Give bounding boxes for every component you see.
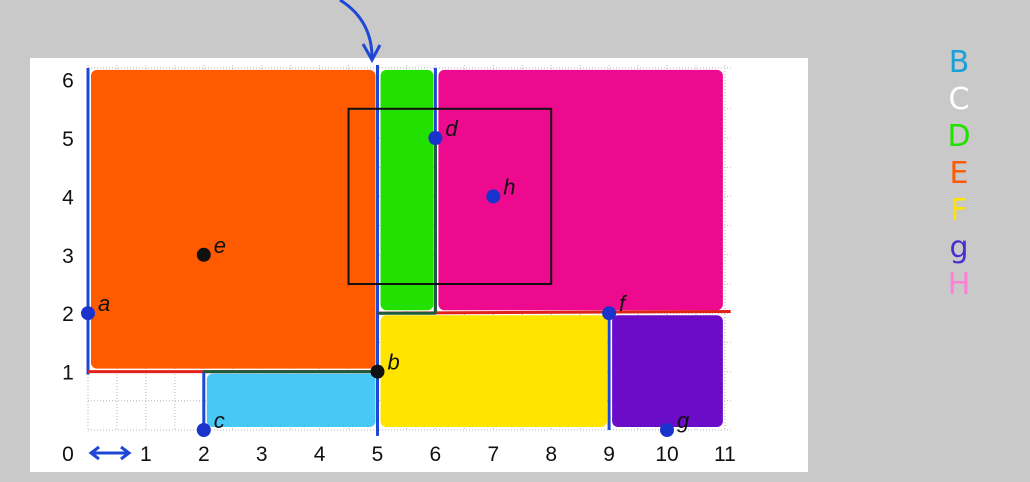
annotations [88, 0, 382, 461]
orange-region [91, 69, 376, 369]
arrow-head [361, 43, 382, 64]
x-tick-label: 0 [62, 443, 74, 466]
y-tick-label: 3 [62, 245, 74, 268]
point-f [602, 306, 617, 321]
unit-arrow-heads [88, 445, 132, 461]
points: a b c d e f g h [81, 116, 690, 437]
x-tick-label: 10 [655, 443, 678, 466]
x-tick-label: 11 [714, 443, 736, 466]
legend-letter-B: B [948, 45, 970, 80]
point-e [196, 247, 211, 262]
point-label-e: e [214, 233, 226, 258]
x-tick-label: 6 [430, 443, 442, 466]
x-tick-label: 1 [140, 443, 152, 466]
x-tick-label: 8 [545, 443, 557, 466]
point-h [486, 189, 501, 204]
arrow-pointer [339, 0, 374, 59]
x-tick-label: 3 [256, 443, 268, 466]
x-tick-label: 9 [603, 443, 615, 466]
point-label-g: g [677, 408, 690, 433]
point-c [196, 423, 211, 437]
y-tick-label: 1 [62, 362, 74, 385]
y-tick-label: 4 [62, 186, 74, 209]
point-g [660, 423, 674, 437]
x-tick-label: 2 [198, 443, 210, 466]
y-tick-label: 2 [62, 303, 74, 326]
legend-letter-H: H [947, 267, 971, 302]
point-a [81, 306, 95, 321]
x-tick-label: 4 [314, 443, 326, 466]
point-label-c: c [214, 408, 225, 433]
regions [91, 69, 723, 427]
legend-letter-E: E [949, 156, 969, 191]
y-tick-label: 5 [62, 128, 74, 151]
purple-region [612, 315, 723, 427]
point-label-d: d [445, 116, 458, 141]
query-box [347, 107, 553, 285]
legend-letter-D: D [947, 119, 971, 154]
point-label-b: b [388, 350, 400, 375]
yellow-region [380, 315, 608, 427]
query-box-layer [347, 107, 553, 285]
point-b [370, 364, 385, 379]
magenta-region [438, 69, 723, 311]
point-d [428, 131, 443, 145]
x-tick-label: 7 [487, 443, 499, 466]
x-tick-label: 5 [372, 443, 384, 466]
y-tick-label: 6 [62, 70, 74, 93]
legend-letter-g: g [949, 230, 969, 265]
point-label-h: h [503, 174, 515, 199]
legend-letter-C: C [948, 82, 970, 117]
point-label-a: a [98, 291, 110, 316]
green-region [380, 69, 434, 311]
point-label-f: f [619, 291, 628, 316]
legend-letter-F: F [950, 193, 968, 228]
blue-region [206, 373, 376, 427]
